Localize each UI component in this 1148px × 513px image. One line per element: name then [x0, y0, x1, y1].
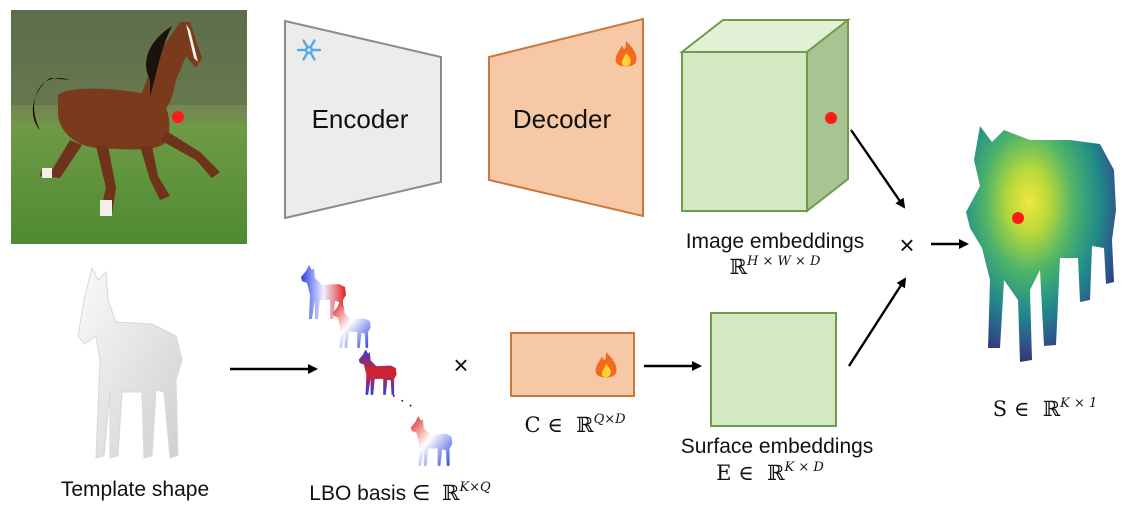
- coefficients-label: C ∈ ℝQ×D: [524, 412, 626, 437]
- multiply-operator-top: ×: [899, 230, 915, 260]
- fire-icon: [595, 352, 617, 378]
- highlight-dot: [172, 111, 184, 123]
- surface-embeddings-box: [710, 312, 837, 427]
- decoder-block: [488, 17, 644, 218]
- arrows: [230, 129, 969, 374]
- lbo-basis: [301, 265, 453, 466]
- encoder-label: Encoder: [311, 104, 409, 134]
- fire-icon: [615, 41, 637, 67]
- template-shape: [77, 266, 183, 459]
- highlight-dot: [1012, 212, 1024, 224]
- input-photo: [11, 10, 247, 244]
- image-embeddings-label: Image embeddings: [685, 230, 865, 253]
- encoder-block: [284, 19, 442, 220]
- coefficients-box: [510, 332, 635, 397]
- image-embeddings-cube: [679, 17, 851, 214]
- multiply-operator-bottom: ×: [453, 350, 469, 380]
- lbo-basis-label: LBO basis ∈ ℝK×Q: [309, 480, 491, 505]
- surface-embeddings-space: E ∈ ℝK × D: [716, 460, 824, 485]
- highlight-dot: [825, 112, 837, 124]
- similarity-map: [966, 126, 1116, 362]
- snowflake-icon: [296, 39, 322, 61]
- decoder-label: Decoder: [512, 104, 612, 134]
- similarity-label: S ∈ ℝK × 1: [992, 396, 1098, 421]
- surface-embeddings-label: Surface embeddings: [680, 435, 874, 458]
- image-embeddings-space: ℝH × W × D: [729, 254, 821, 279]
- template-shape-label: Template shape: [60, 478, 210, 501]
